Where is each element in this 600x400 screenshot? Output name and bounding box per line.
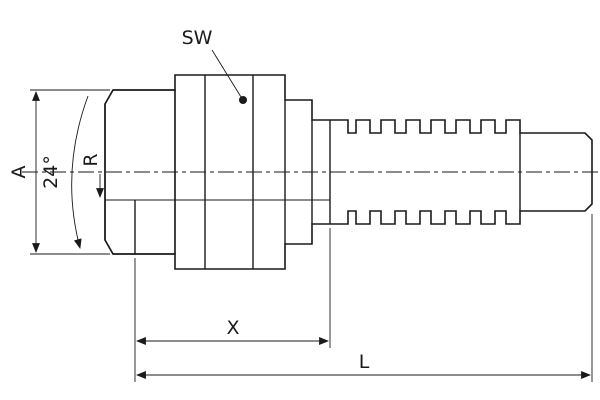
sw-leader-line	[211, 49, 242, 98]
angle-arc	[71, 95, 89, 249]
label-l: L	[359, 351, 370, 373]
sw-dot	[239, 96, 247, 104]
fitting-outline	[104, 74, 593, 270]
label-r: R	[80, 153, 102, 166]
label-a: A	[8, 166, 30, 179]
label-sw: SW	[182, 27, 213, 49]
label-angle: 24°	[40, 155, 62, 189]
label-x: X	[226, 317, 239, 339]
